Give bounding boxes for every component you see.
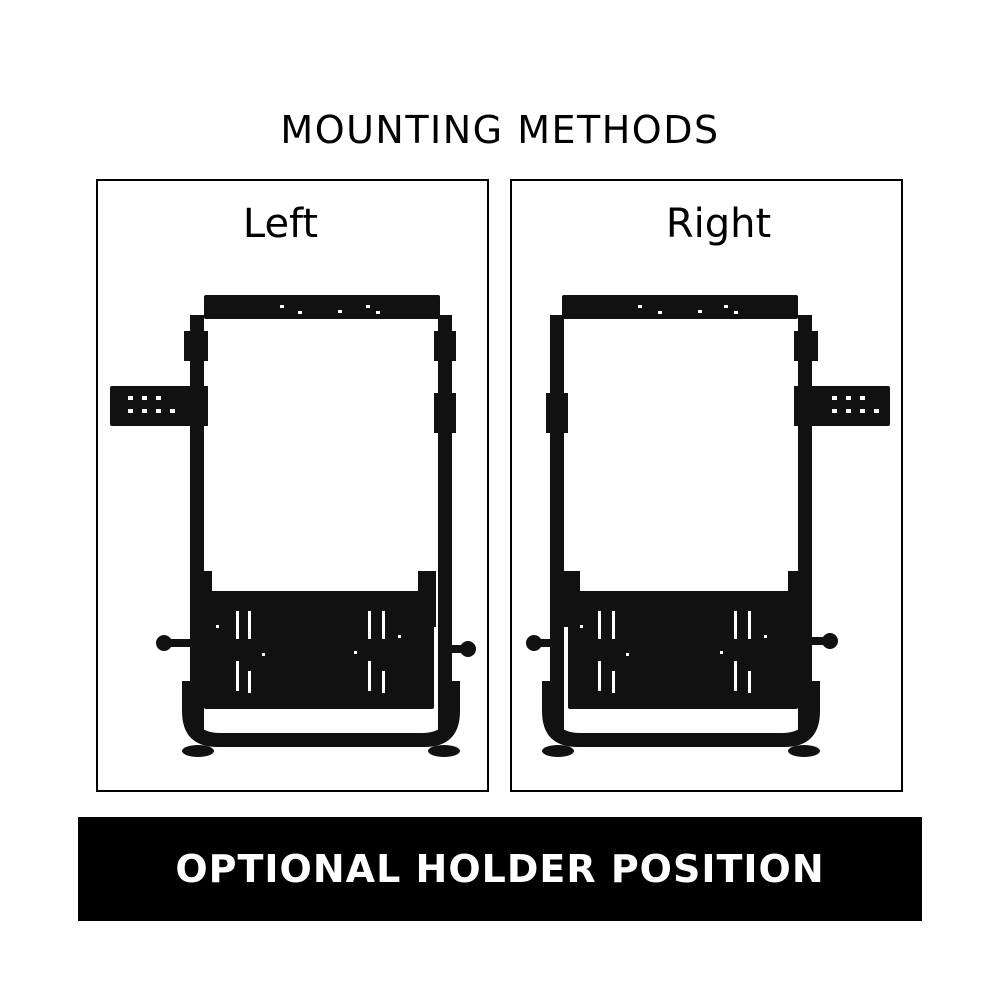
- wheel-stand-image-left: [110, 295, 476, 757]
- wheel-deck-plate: [562, 295, 798, 319]
- pedal-plate: [568, 591, 798, 709]
- panel-right: Right: [510, 179, 903, 792]
- panel-label-right: Right: [665, 201, 772, 247]
- wheel-stand-image-right: [526, 295, 890, 757]
- base-frame: [182, 681, 460, 747]
- panel-left: Left: [96, 179, 489, 792]
- wheel-deck-plate: [204, 295, 440, 319]
- panel-label-left: Left: [242, 201, 319, 247]
- base-frame: [542, 681, 820, 747]
- pedal-plate: [204, 591, 434, 709]
- upright-left: [550, 315, 564, 735]
- banner-text: OPTIONAL HOLDER POSITION: [175, 847, 825, 891]
- upright-right: [798, 315, 812, 735]
- page-title: MOUNTING METHODS: [280, 108, 720, 152]
- upright-left: [190, 315, 204, 735]
- shifter-holder-plate: [814, 386, 890, 426]
- upright-right: [438, 315, 452, 735]
- holder-position-banner: OPTIONAL HOLDER POSITION: [78, 817, 922, 921]
